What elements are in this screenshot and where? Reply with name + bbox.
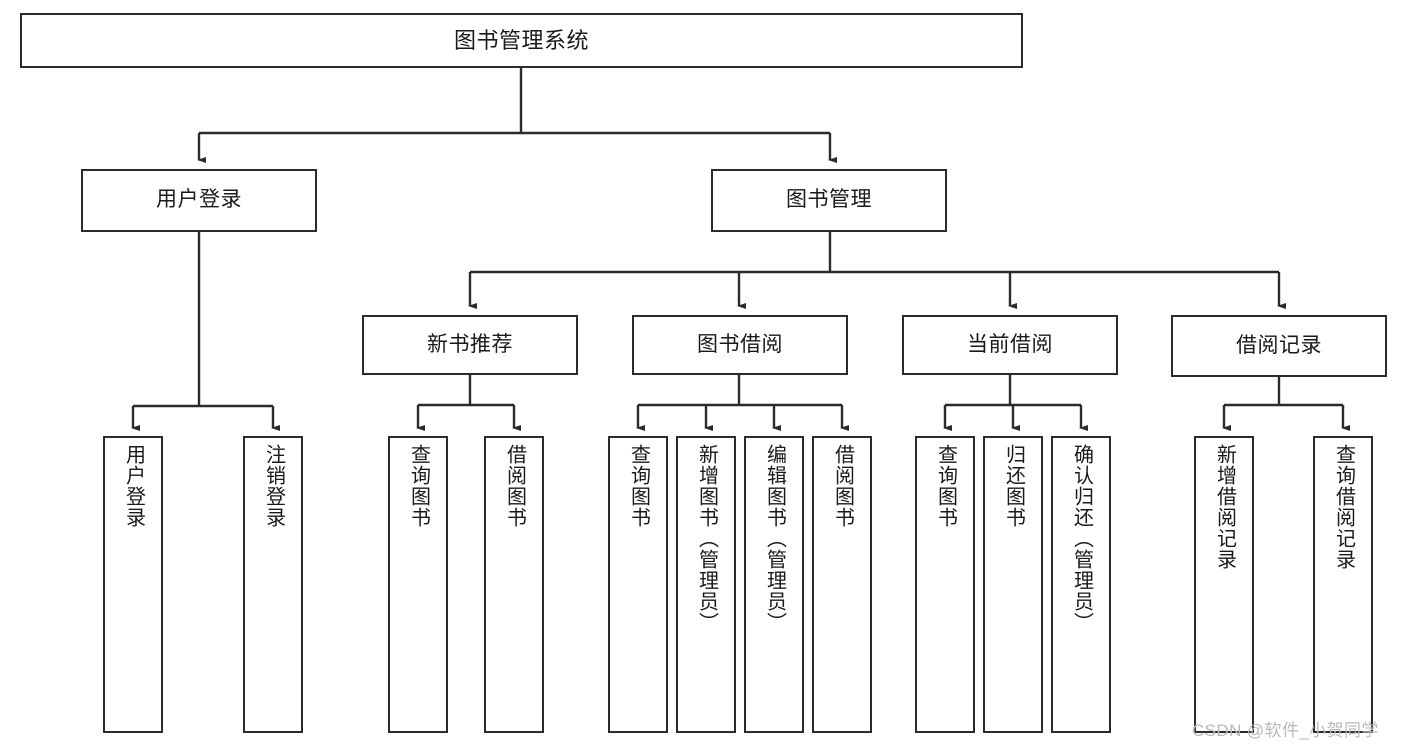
node-leaf-return-book[interactable]: 归还图书 (983, 436, 1043, 733)
node-new-book-recommend[interactable]: 新书推荐 (362, 315, 578, 375)
node-leaf-query-book-1[interactable]: 查询图书 (388, 436, 448, 733)
node-user-login[interactable]: 用户登录 (81, 169, 317, 232)
node-leaf-edit-book[interactable]: 编辑图书（管理员） (744, 436, 804, 733)
node-leaf-logout-login[interactable]: 注销登录 (243, 436, 303, 733)
node-current-borrow[interactable]: 当前借阅 (902, 315, 1118, 375)
node-root-system[interactable]: 图书管理系统 (20, 13, 1023, 68)
node-leaf-user-login[interactable]: 用户登录 (103, 436, 163, 733)
node-label: 注销登录 (262, 444, 285, 528)
node-leaf-query-book-2[interactable]: 查询图书 (608, 436, 668, 733)
node-label: 确认归还（管理员） (1070, 444, 1093, 633)
node-label: 查询图书 (627, 444, 650, 528)
node-label: 新增图书（管理员） (695, 444, 718, 633)
node-borrow-record[interactable]: 借阅记录 (1171, 315, 1387, 377)
node-label: 新书推荐 (427, 332, 513, 356)
node-leaf-add-record[interactable]: 新增借阅记录 (1194, 436, 1254, 733)
node-leaf-borrow-book-2[interactable]: 借阅图书 (812, 436, 872, 733)
watermark-text: CSDN @软件_小贺同学 (1192, 721, 1379, 740)
node-label: 归还图书 (1002, 444, 1025, 528)
node-label: 用户登录 (156, 188, 242, 212)
node-label: 借阅图书 (831, 444, 854, 528)
node-label: 借阅图书 (503, 444, 526, 528)
node-label: 新增借阅记录 (1213, 444, 1236, 570)
node-label: 当前借阅 (967, 332, 1053, 356)
node-label: 编辑图书（管理员） (763, 444, 786, 633)
node-label: 查询图书 (934, 444, 957, 528)
node-label: 图书借阅 (697, 332, 783, 356)
node-label: 用户登录 (122, 444, 145, 528)
node-leaf-query-record[interactable]: 查询借阅记录 (1313, 436, 1373, 733)
node-leaf-confirm-return[interactable]: 确认归还（管理员） (1051, 436, 1111, 733)
node-label: 借阅记录 (1236, 333, 1322, 357)
node-label: 查询借阅记录 (1332, 444, 1355, 570)
node-book-borrow[interactable]: 图书借阅 (632, 315, 848, 375)
node-leaf-query-book-3[interactable]: 查询图书 (915, 436, 975, 733)
node-label: 查询图书 (407, 444, 430, 528)
node-leaf-add-book[interactable]: 新增图书（管理员） (676, 436, 736, 733)
node-book-manage[interactable]: 图书管理 (711, 169, 947, 232)
node-label: 图书管理 (786, 188, 872, 212)
node-label: 图书管理系统 (453, 27, 589, 53)
node-leaf-borrow-book-1[interactable]: 借阅图书 (484, 436, 544, 733)
